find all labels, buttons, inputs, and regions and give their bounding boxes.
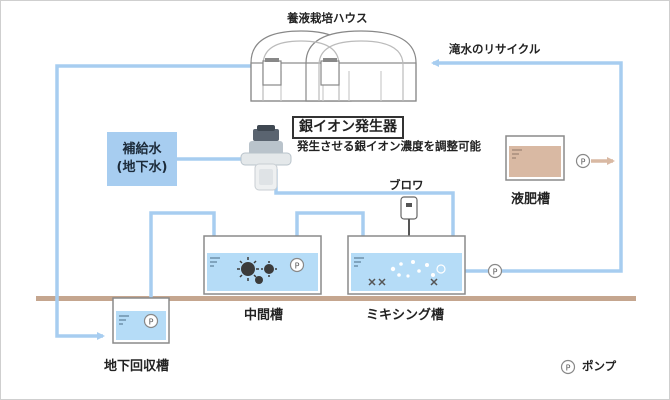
svg-text:P: P bbox=[295, 262, 300, 271]
underground-tank-vessel bbox=[112, 297, 170, 344]
fertilizer-tank-label: 液肥槽 bbox=[511, 192, 551, 207]
mixing-tank-label: ミキシング槽 bbox=[366, 308, 445, 323]
svg-text:P: P bbox=[581, 158, 586, 167]
bubbles-icon bbox=[390, 260, 435, 278]
recycle-label: 滝水のリサイクル bbox=[449, 42, 541, 56]
pipe-greenhouse-to-underground bbox=[55, 64, 256, 340]
pump-underground: P bbox=[143, 313, 159, 329]
makeup-water-line2: (地下水) bbox=[116, 160, 168, 175]
silver-ion-title: 銀イオン発生器 bbox=[292, 116, 404, 140]
makeup-water-box: 補給水 (地下水) bbox=[107, 132, 177, 186]
pipe-recycle-to-greenhouse bbox=[431, 59, 623, 273]
greenhouse bbox=[250, 30, 417, 102]
greenhouse-label: 養液栽培ハウス bbox=[287, 11, 368, 25]
svg-text:P: P bbox=[149, 318, 154, 327]
silver-ion-desc: 発生させる銀イオン濃度を調整可能 bbox=[297, 139, 481, 153]
mixing-tank-vessel bbox=[347, 235, 466, 295]
silver-ion-generator bbox=[240, 125, 292, 191]
dead-bacteria-icon bbox=[368, 278, 438, 286]
blower-label: ブロワ bbox=[389, 178, 424, 192]
pump-legend-icon: P bbox=[560, 359, 576, 375]
makeup-water-line1: 補給水 bbox=[122, 142, 162, 158]
underground-tank-label: 地下回収槽 bbox=[104, 359, 170, 374]
svg-text:P: P bbox=[493, 268, 498, 277]
pipe-underground-to-middle bbox=[149, 211, 218, 313]
svg-text:P: P bbox=[566, 364, 571, 373]
pump-mixing: P bbox=[487, 263, 503, 279]
bacteria-icon bbox=[237, 257, 277, 284]
ground-line bbox=[36, 296, 636, 301]
pump-fertilizer: P bbox=[575, 153, 591, 169]
pump-middle: P bbox=[289, 257, 305, 273]
fertilizer-tank bbox=[505, 135, 565, 181]
middle-tank-label: 中間槽 bbox=[244, 308, 284, 323]
pump-legend-label: ポンプ bbox=[582, 359, 617, 373]
